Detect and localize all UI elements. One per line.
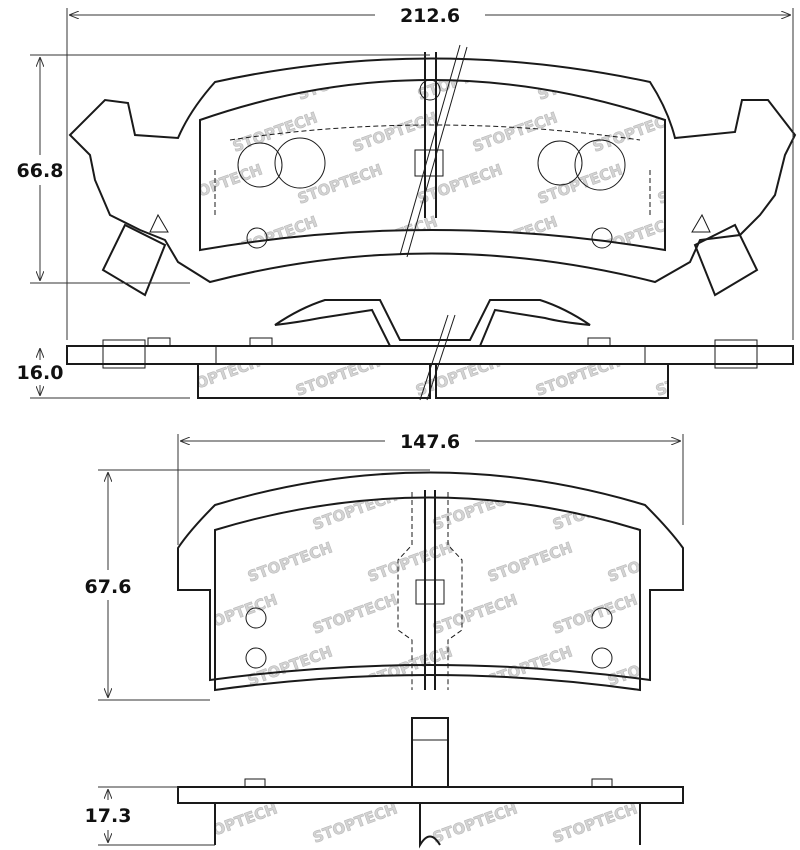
watermark-logo: STOPTECH [365,538,455,585]
watermark-logo: STOPTECH [485,538,575,585]
watermark-logo: STOPTECH [295,160,385,207]
watermark-logo: STOPTECH [535,160,625,207]
front-pad-side-view [66,299,794,401]
watermark-logo: STOPTECH [415,160,505,207]
watermark-logo: STOPTECH [245,538,335,585]
watermark-logo: STOPTECH [430,799,520,846]
dimension-bottom-height: 67.6 [85,469,430,701]
watermark-logo: STOPTECH [470,212,560,259]
watermark-logo: STOPTECH [533,352,623,399]
watermark-logo: STOPTECH [590,212,680,259]
watermark-logo: STOPTECH [310,590,400,637]
watermark-logo: STOPTECH [653,352,743,399]
dimension-top-height: 66.8 [17,54,430,284]
dim-label-16-0: 16.0 [17,362,64,384]
watermark-logo: STOPTECH [190,799,280,846]
watermark-logo: STOPTECH [293,352,383,399]
watermark-logo: STOPTECH [310,486,400,533]
front-pad-top-view [68,44,797,297]
watermark-logo: STOPTECH [413,352,503,399]
dimension-bottom-width: 147.6 [177,431,684,545]
rear-pad-side-view [177,717,684,849]
watermark-logo: STOPTECH [655,160,745,207]
watermark-logo: STOPTECH [350,108,440,155]
watermark-logo: STOPTECH [550,799,640,846]
watermark-logo: STOPTECH [590,108,680,155]
watermark-logo: STOPTECH [655,56,745,103]
dim-label-147-6: 147.6 [400,431,460,453]
dimension-bottom-thickness: 17.3 [85,786,215,846]
watermark-logo: STOPTECH [310,799,400,846]
watermark-logo: STOPTECH [550,590,640,637]
watermark-logo: STOPTECH [190,486,280,533]
watermark-logo: STOPTECH [190,590,280,637]
dimension-top-width: 212.6 [66,5,794,340]
dimension-top-thickness: 16.0 [17,349,190,399]
dim-label-212-6: 212.6 [400,5,460,27]
watermark-logo: STOPTECH [173,352,263,399]
dim-label-67-6: 67.6 [85,576,132,598]
watermark-logo: STOPTECH [470,108,560,155]
watermark-logo: STOPTECH [175,160,265,207]
watermark-logo: STOPTECH [245,642,335,689]
dim-label-17-3: 17.3 [85,805,132,827]
rear-pad-front-view [177,471,684,692]
dim-label-66-8: 66.8 [17,160,64,182]
watermark-logo: STOPTECH [430,486,520,533]
